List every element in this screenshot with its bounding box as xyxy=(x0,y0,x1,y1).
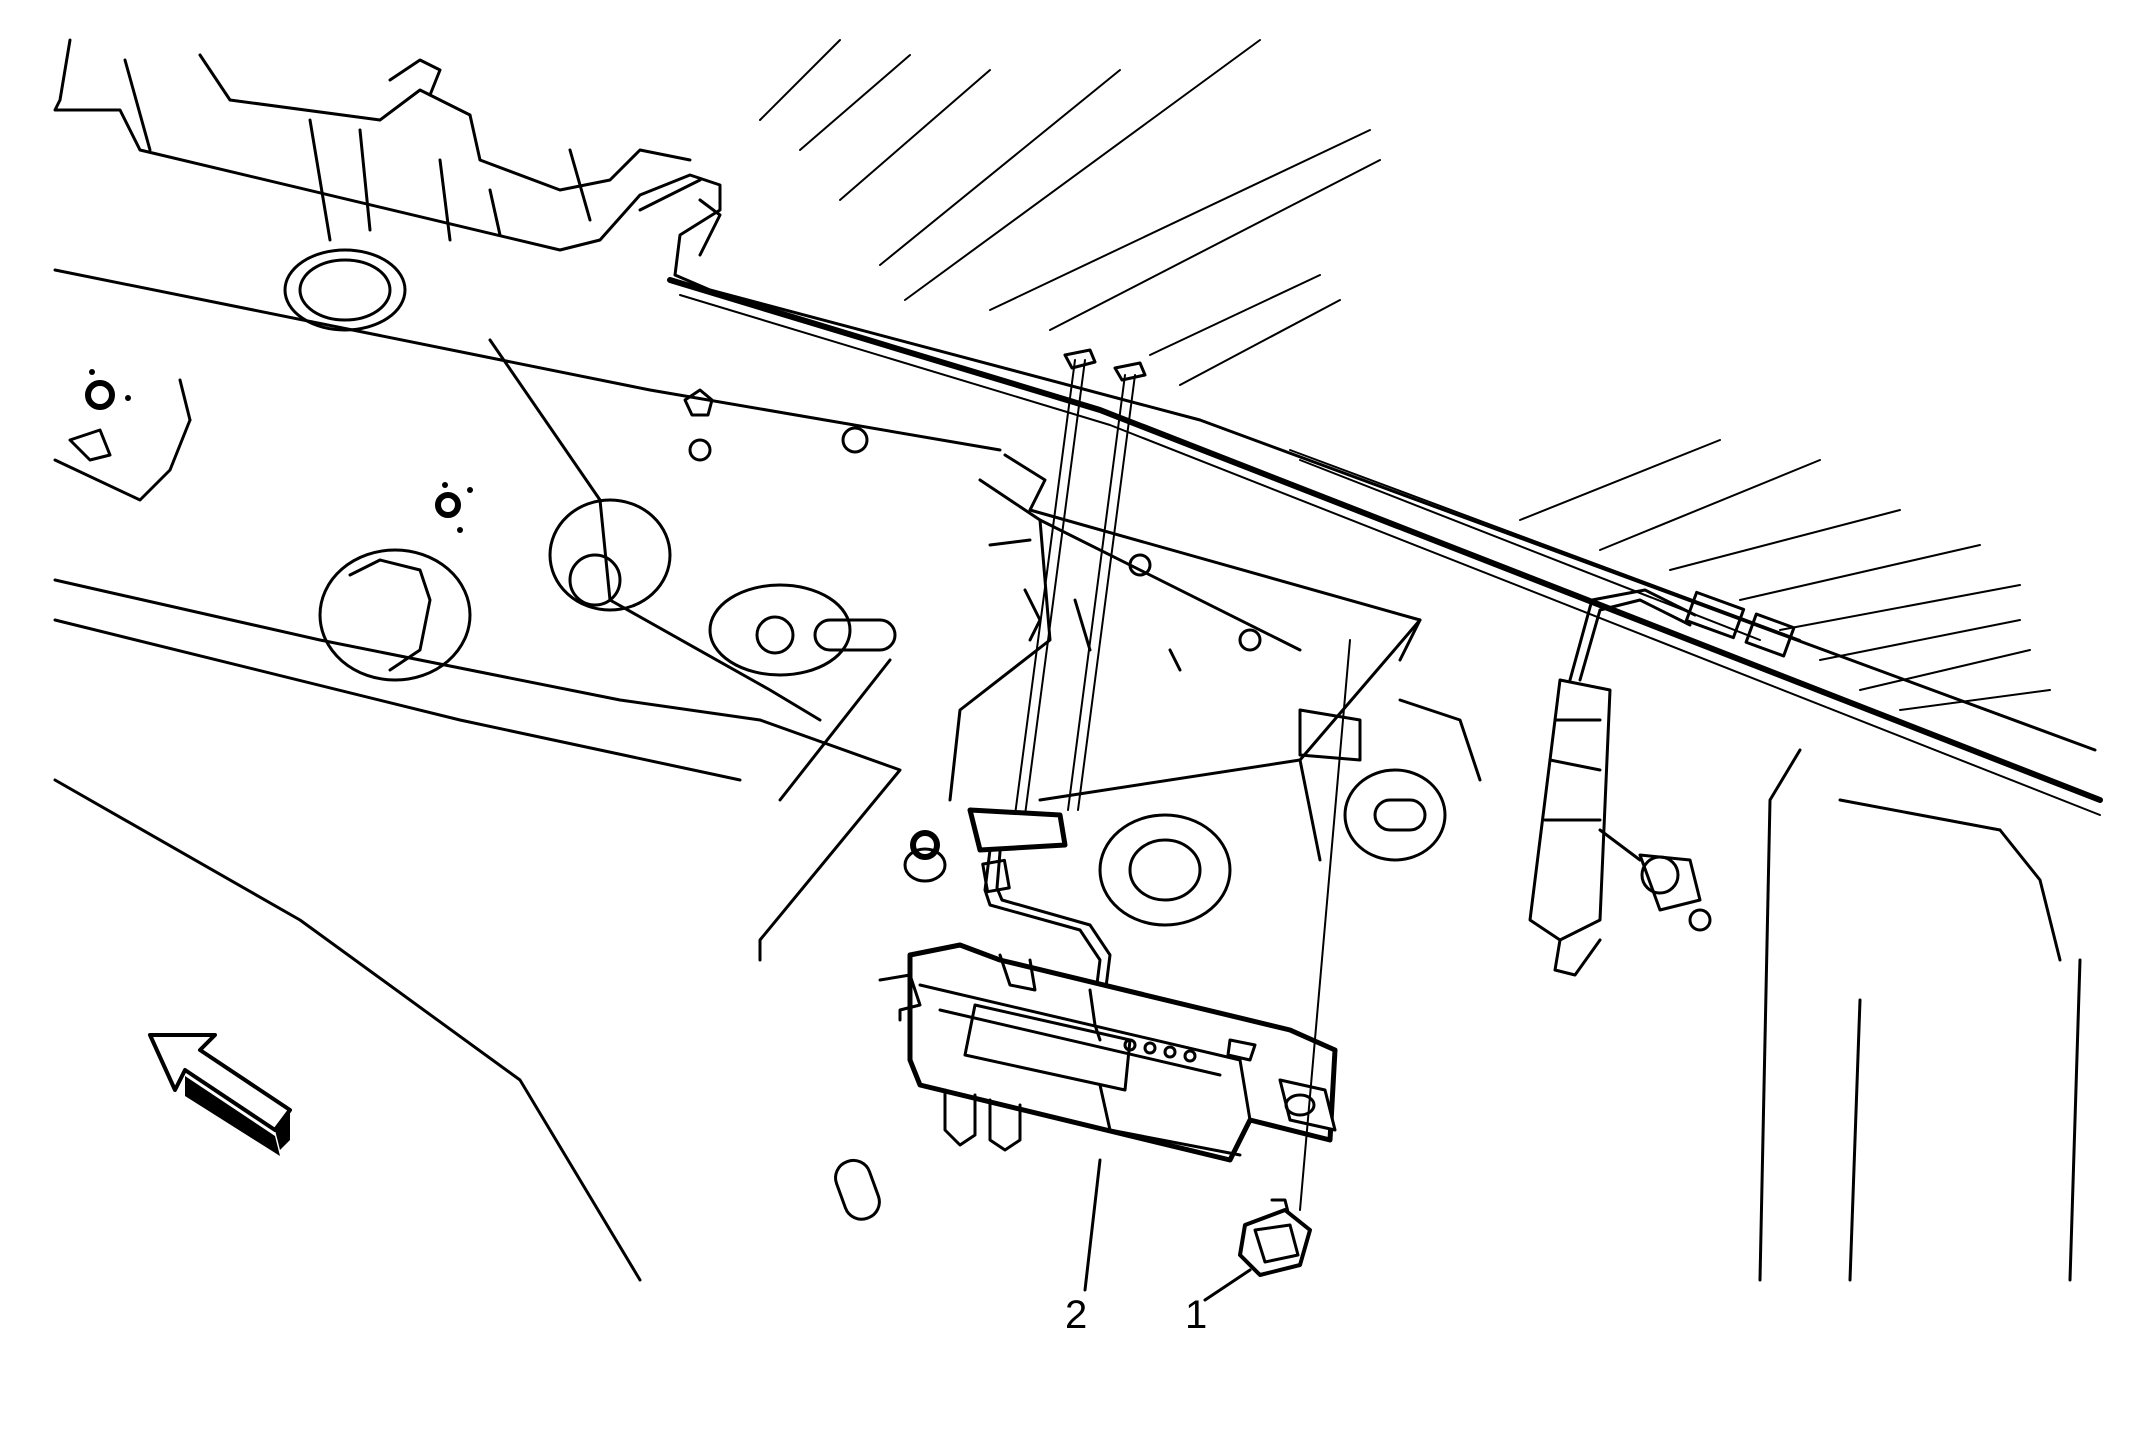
callout-leaders xyxy=(1083,1158,1252,1302)
panel-holes xyxy=(283,248,1447,1221)
leader-2 xyxy=(1083,1158,1102,1292)
harness-pigtail xyxy=(967,807,1112,1002)
antenna-harness xyxy=(1528,588,1796,977)
front-direction-arrow-icon xyxy=(148,1033,292,1156)
panel-studs xyxy=(68,369,940,860)
mounting-bracket xyxy=(988,453,1422,762)
leader-1 xyxy=(1203,1268,1252,1302)
upper-body-panel xyxy=(53,38,2103,816)
callout-1: 1 xyxy=(1185,1293,1207,1337)
callout-2: 2 xyxy=(1065,1293,1087,1337)
module xyxy=(878,942,1338,1163)
headliner-hatching xyxy=(759,39,2051,711)
antenna-leads xyxy=(1014,348,1147,816)
bolt xyxy=(1238,639,1351,1277)
lower-body-panel xyxy=(53,268,2082,1282)
